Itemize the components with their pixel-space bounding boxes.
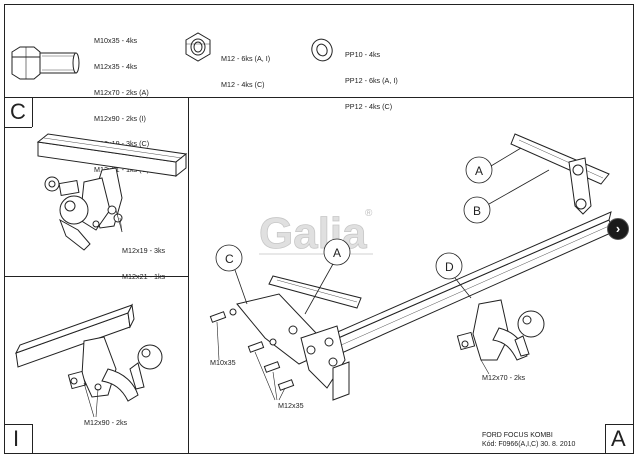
washer-spec-line: PP12 - 4ks (C) xyxy=(345,101,393,111)
balloon-b xyxy=(463,169,550,224)
bolt-spec-line: M12x70 - 2ks (A) xyxy=(94,87,149,97)
main-assembly-drawing: Galia ® xyxy=(209,133,614,401)
balloon-a-left-label: A xyxy=(333,246,341,260)
washer-spec-line: PP10 - 4ks xyxy=(345,50,381,60)
corner-box-c-bottom xyxy=(4,127,32,128)
balloon-d-label: D xyxy=(445,260,454,274)
drawing-frame xyxy=(4,4,634,454)
corner-box-a-top xyxy=(605,424,634,425)
left-panel-divider xyxy=(4,276,188,277)
m12x70-callout: M12x70 - 2ks xyxy=(482,373,526,382)
washer-icon xyxy=(311,38,333,62)
corner-box-i-right xyxy=(32,424,33,454)
detail-i-callout: M12x90 - 2ks xyxy=(84,418,128,427)
balloon-c-label: C xyxy=(225,252,234,266)
balloon-b-label: B xyxy=(473,204,481,218)
logo-registered-mark: ® xyxy=(365,208,373,219)
balloon-a-left xyxy=(304,238,351,315)
corner-box-c-right xyxy=(32,97,33,127)
panel-label-i: I xyxy=(13,426,20,451)
washer-spec-line: PP12 - 6ks (A, I) xyxy=(345,75,398,85)
chevron-right-icon: › xyxy=(615,221,621,236)
panel-label-c: C xyxy=(10,99,26,124)
header-divider xyxy=(4,97,634,98)
bolt-spec-line: M12x35 - 4ks xyxy=(94,61,138,71)
logo-text: Galia xyxy=(259,209,367,258)
detail-c-spec-line: M12x21 - 1ks xyxy=(122,271,166,281)
washer-list: PP10 - 4ks PP12 - 6ks (A, I) PP12 - 4ks … xyxy=(345,34,398,129)
left-column-divider xyxy=(188,97,189,454)
bolt-spec-line: M12x90 - 2ks (I) xyxy=(94,113,146,123)
nut-list: M12 - 6ks (A, I) M12 - 4ks (C) xyxy=(221,38,270,107)
balloon-a-top-label: A xyxy=(475,164,483,178)
detail-c-spec-line: M12x19 - 3ks xyxy=(122,246,166,256)
m10x35-callout: M10x35 xyxy=(210,358,236,367)
nut-icon xyxy=(185,32,211,62)
detail-i-drawing xyxy=(14,303,163,418)
next-page-button[interactable]: › xyxy=(607,218,629,240)
title-block-code: Kód: F0966(A,I,C) 30. 8. 2010 xyxy=(482,441,576,448)
parts-header-drawing xyxy=(11,32,333,80)
bolt-icon xyxy=(11,46,80,80)
title-block-model: FORD FOCUS KOMBI xyxy=(482,432,553,439)
corner-box-a-left xyxy=(605,424,606,454)
galia-logo: Galia ® xyxy=(259,208,373,258)
corner-box-i-top xyxy=(4,424,32,425)
detail-c-callout: M12x19 - 3ks M12x21 - 1ks xyxy=(122,230,165,299)
balloon-a-top xyxy=(465,147,522,184)
panel-label-a: A xyxy=(611,426,626,451)
balloon-d xyxy=(435,252,472,299)
nut-spec-line: M12 - 4ks (C) xyxy=(221,79,265,89)
detail-c-drawing xyxy=(36,133,188,251)
balloon-c xyxy=(215,244,248,305)
bolt-spec-line: M10x35 - 4ks xyxy=(94,36,138,46)
nut-spec-line: M12 - 6ks (A, I) xyxy=(221,54,271,64)
m12x35-callout: M12x35 xyxy=(278,401,304,410)
